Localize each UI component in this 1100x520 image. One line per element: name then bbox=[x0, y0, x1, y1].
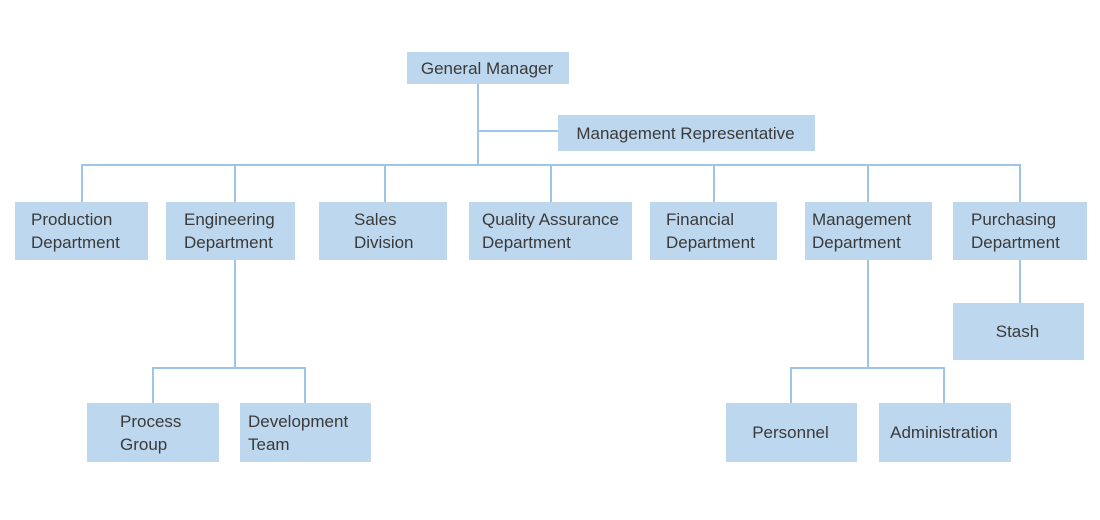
org-node-label: Process Group bbox=[120, 411, 182, 454]
org-node-label: Stash bbox=[995, 322, 1040, 341]
org-node-process-group: Process Group bbox=[87, 403, 219, 462]
connector-management-trunk bbox=[867, 260, 869, 369]
org-node-label: Management Representative bbox=[576, 123, 795, 143]
org-node-development-team: Development Team bbox=[240, 403, 371, 462]
org-node-engineering-department: Engineering Department bbox=[166, 202, 295, 260]
org-node-label: Management Department bbox=[812, 210, 912, 252]
connector-stub-purchasing bbox=[1019, 164, 1021, 202]
org-node-purchasing-department: Purchasing Department bbox=[953, 202, 1087, 260]
org-node-personnel: Personnel bbox=[726, 403, 857, 462]
connector-stub-management bbox=[867, 164, 869, 202]
org-node-administration: Administration bbox=[879, 403, 1011, 462]
org-node-label: Sales Division bbox=[354, 210, 414, 252]
connector-engineering-bus bbox=[152, 367, 306, 369]
connector-stub-qa bbox=[550, 164, 552, 202]
connector-gm-trunk bbox=[477, 84, 479, 164]
org-node-production-department: Production Department bbox=[15, 202, 148, 260]
connector-stub-development bbox=[304, 367, 306, 403]
org-node-quality-assurance-department: Quality Assurance Department bbox=[469, 202, 632, 260]
org-node-general-manager: General Manager bbox=[407, 52, 569, 84]
org-node-label: Production Department bbox=[31, 210, 120, 252]
org-node-sales-division: Sales Division bbox=[319, 202, 447, 260]
connector-engineering-trunk bbox=[234, 260, 236, 369]
connector-purchasing-trunk bbox=[1019, 260, 1021, 303]
org-node-financial-department: Financial Department bbox=[650, 202, 777, 260]
connector-mr-branch bbox=[477, 130, 559, 132]
org-node-label: Personnel bbox=[752, 423, 829, 442]
connector-stub-sales bbox=[384, 164, 386, 202]
org-node-label: Engineering Department bbox=[184, 210, 275, 252]
org-node-label: General Manager bbox=[420, 58, 554, 78]
org-node-label: Quality Assurance Department bbox=[482, 210, 620, 252]
org-node-label: Purchasing Department bbox=[971, 210, 1060, 252]
org-node-management-department: Management Department bbox=[805, 202, 932, 260]
connector-stub-administration bbox=[943, 367, 945, 403]
connector-stub-engineering bbox=[234, 164, 236, 202]
connector-stub-process bbox=[152, 367, 154, 403]
connector-stub-personnel bbox=[790, 367, 792, 403]
org-node-label: Development Team bbox=[248, 411, 349, 454]
org-node-label: Administration bbox=[890, 423, 998, 442]
connector-stub-financial bbox=[713, 164, 715, 202]
org-node-stash: Stash bbox=[953, 303, 1084, 360]
org-node-management-representative: Management Representative bbox=[558, 115, 815, 151]
connector-stub-production bbox=[81, 164, 83, 202]
org-node-label: Financial Department bbox=[666, 210, 755, 252]
connector-management-bus bbox=[790, 367, 945, 369]
